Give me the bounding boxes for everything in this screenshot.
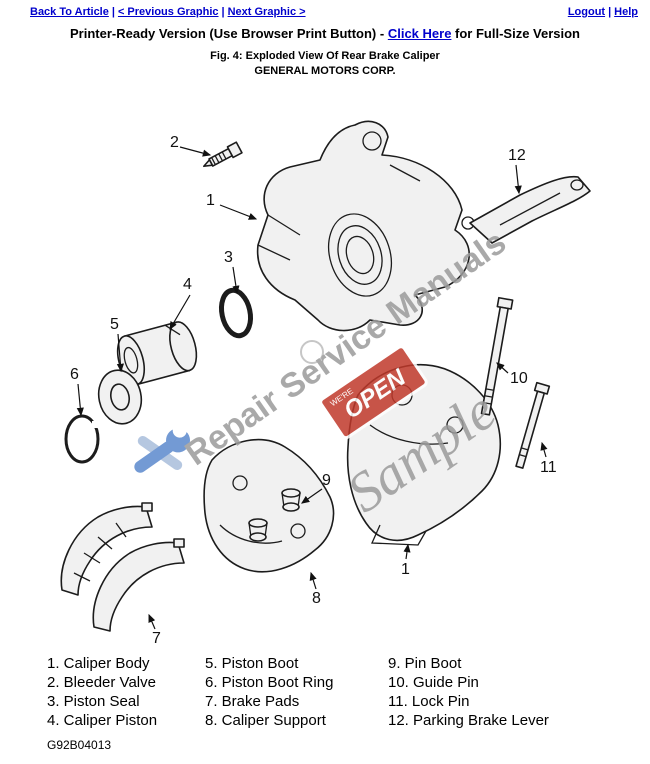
nav-separator: |	[221, 6, 225, 18]
back-to-article-link[interactable]: Back To Article	[30, 6, 109, 18]
figure-id: G92B04013	[47, 738, 112, 752]
legend-item: 5. Piston Boot	[205, 655, 299, 672]
legend-item: 9. Pin Boot	[388, 655, 462, 672]
legend-item: 7. Brake Pads	[205, 693, 300, 710]
printer-ready-suffix: for Full-Size Version	[451, 26, 580, 41]
callout-12: 12	[508, 147, 526, 164]
nav-separator: |	[608, 6, 612, 18]
callout-2: 2	[170, 134, 179, 151]
parking-brake-lever-part	[469, 175, 591, 244]
piston-boot-part	[97, 369, 143, 425]
callout-numbers: 2 12 1 3 4 5 6 10 11 9 8 1 7	[70, 134, 557, 647]
piston-boot-ring-part	[64, 414, 100, 464]
callout-6: 6	[70, 366, 79, 383]
callout-1: 1	[206, 192, 215, 209]
callout-5: 5	[110, 316, 119, 333]
brake-pads-part	[60, 502, 185, 632]
next-graphic-link[interactable]: Next Graphic >	[227, 6, 306, 18]
legend-item: 4. Caliper Piston	[47, 712, 158, 729]
pin-boot-part	[248, 488, 301, 542]
legend-item: 10. Guide Pin	[388, 674, 479, 691]
callout-10: 10	[510, 370, 528, 387]
legend-column-3: 9. Pin Boot 10. Guide Pin 11. Lock Pin 1…	[388, 654, 549, 730]
brake-caliper-diagram: 2 12 1 3 4 5 6 10 11 9 8 1 7 Repair Serv…	[60, 120, 591, 647]
watermark-dot	[300, 340, 324, 364]
leader-lines	[76, 146, 548, 630]
bleeder-valve-part	[203, 141, 243, 168]
caliper-body-part	[256, 120, 475, 332]
top-navigation-right: Logout|Help	[568, 6, 638, 18]
lock-pin-part	[515, 381, 551, 469]
full-size-version-link[interactable]: Click Here	[387, 26, 452, 41]
printer-ready-line: Printer-Ready Version (Use Browser Print…	[0, 26, 650, 41]
callout-8: 8	[312, 590, 321, 607]
legend-item: 3. Piston Seal	[47, 693, 140, 710]
top-navigation: Back To Article|< Previous Graphic|Next …	[30, 6, 306, 18]
previous-graphic-link[interactable]: < Previous Graphic	[117, 6, 219, 18]
manufacturer-name: GENERAL MOTORS CORP.	[254, 65, 396, 77]
logout-link[interactable]: Logout	[567, 6, 606, 18]
callout-11: 11	[540, 459, 557, 476]
legend-item: 8. Caliper Support	[205, 712, 326, 729]
callout-7: 7	[152, 630, 161, 647]
nav-separator: |	[111, 6, 115, 18]
exploded-view-diagram: 2 12 1 3 4 5 6 10 11 9 8 1 7 Repair Serv…	[0, 95, 650, 650]
help-link[interactable]: Help	[614, 6, 638, 18]
legend-item: 11. Lock Pin	[388, 693, 470, 710]
callout-4: 4	[183, 276, 192, 293]
tools-watermark-icon	[134, 423, 191, 473]
piston-seal-part	[218, 287, 254, 339]
legend-item: 12. Parking Brake Lever	[388, 712, 549, 729]
callout-9: 9	[322, 472, 331, 489]
callout-3: 3	[224, 249, 233, 266]
caliper-support-part	[203, 438, 335, 573]
callout-1b: 1	[401, 561, 410, 578]
figure-caption: Fig. 4: Exploded View Of Rear Brake Cali…	[210, 50, 440, 62]
legend-item: 1. Caliper Body	[47, 655, 150, 672]
legend-column-1: 1. Caliper Body 2. Bleeder Valve 3. Pist…	[47, 654, 157, 730]
legend-column-2: 5. Piston Boot 6. Piston Boot Ring 7. Br…	[205, 654, 333, 730]
guide-pin-part	[480, 296, 514, 416]
legend-item: 6. Piston Boot Ring	[205, 674, 334, 691]
printer-ready-text: Printer-Ready Version (Use Browser Print…	[69, 26, 388, 41]
legend-item: 2. Bleeder Valve	[47, 674, 156, 691]
